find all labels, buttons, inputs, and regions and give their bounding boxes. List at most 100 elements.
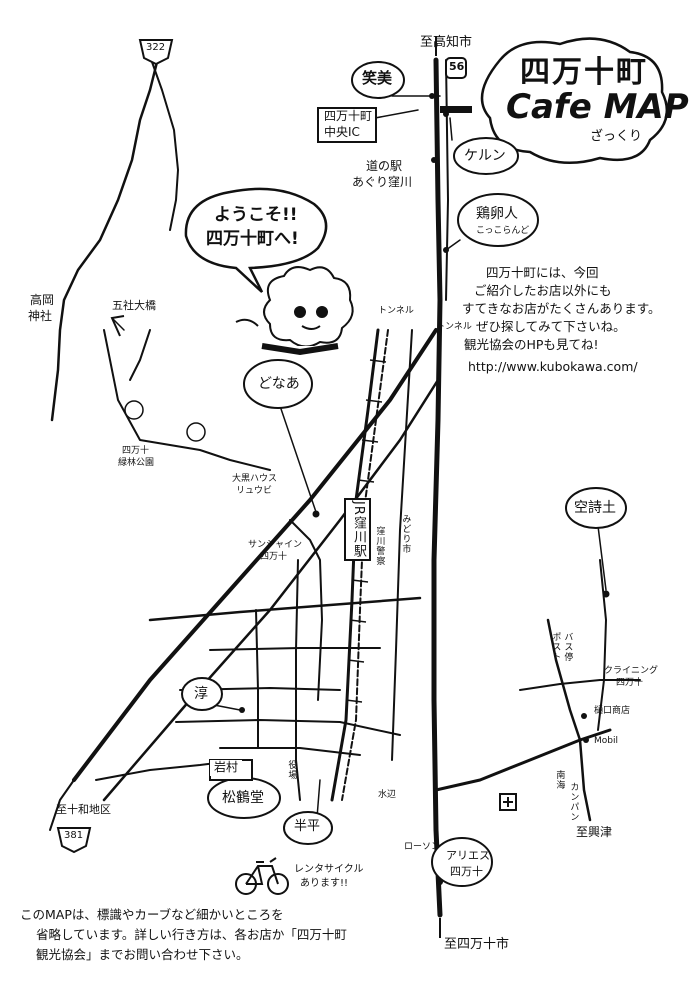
rental-label-2: あります!!	[300, 878, 349, 889]
bubble-keiranjin	[457, 193, 539, 247]
marker-michinoeki	[431, 157, 437, 163]
michinoeki-line1: 道の駅	[366, 159, 403, 173]
bridge-label: 五社大橋	[112, 299, 156, 312]
yakuba-label: 役場	[286, 760, 297, 780]
shop-ariesu-sub: 四万十	[450, 865, 483, 878]
police-label: 窪川警察	[374, 526, 385, 566]
hostel-label: 南海	[554, 770, 565, 790]
pointer-kuushishi	[597, 525, 607, 591]
welcome-line2: 四万十町へ!	[206, 229, 299, 249]
clean-label: クライニング	[604, 666, 659, 676]
pointer-atsushi	[213, 704, 241, 711]
shop-bubbles	[181, 61, 627, 887]
note-line3: すてきなお店がたくさんあります。	[462, 301, 661, 316]
route-shields	[56, 39, 517, 854]
marker-donaa	[312, 510, 320, 518]
welcome-bubble	[184, 187, 328, 293]
road-east-2	[519, 679, 641, 691]
bubble-kuushishi	[565, 487, 627, 529]
route-322-number: 322	[146, 42, 166, 53]
pointer-keruun	[449, 117, 453, 141]
road-h4	[175, 719, 401, 736]
map-title-town: 四万十町	[520, 55, 648, 90]
sunshine-line1: サンシャイン	[248, 540, 303, 550]
road-h2	[209, 647, 381, 651]
michinoeki-line2: あぐり窪川	[352, 175, 413, 189]
note-line4: ぜひ探してみて下さいね。	[476, 319, 626, 334]
map-title-cafe: Cafe MAP	[506, 87, 689, 127]
road-v1	[255, 609, 259, 749]
diagonal-road	[72, 328, 438, 782]
pointer-ic	[374, 109, 419, 119]
to-shimanto-city: 至四万十市	[444, 937, 510, 952]
station-label: JR窪川駅	[344, 498, 371, 561]
park-line2: 緑林公園	[118, 458, 155, 468]
footer-line3: 観光協会」までお問い合わせ下さい。	[36, 947, 249, 962]
lawson-label: ローソン	[404, 842, 441, 852]
road-midori	[391, 329, 413, 761]
welcome-line1: ようこそ!!	[214, 205, 298, 225]
iwamura-label: 岩村	[210, 760, 243, 776]
footer-line1: このMAPは、標識やカーブなど細かいところを	[20, 907, 284, 922]
midori-label: みどり市	[400, 514, 411, 554]
shop-atsushi: 淳	[194, 686, 208, 702]
arrows	[110, 36, 441, 938]
note-line5: 観光協会のHPも見てね!	[464, 337, 599, 352]
title-cloud	[480, 37, 669, 164]
ooshima-line1: 大黒ハウス	[232, 474, 278, 484]
to-okitsu: 至興津	[576, 825, 613, 839]
school-symbols	[124, 400, 206, 442]
sunshine-line2: 四万十	[260, 552, 288, 562]
route-381-number: 381	[64, 830, 84, 841]
mascot-character	[235, 266, 354, 356]
ic-marker	[440, 106, 472, 113]
ic-line1: 四万十町	[324, 109, 373, 123]
shop-keruun: ケルン	[464, 148, 506, 164]
ic-line2: 中央IC	[324, 125, 360, 139]
bicycle-icon	[235, 857, 289, 895]
marker-kuushishi	[602, 590, 610, 598]
bubble-keruun	[453, 137, 519, 175]
mizuba-label: 水辺	[378, 790, 397, 800]
rental-label: レンタサイクル	[294, 864, 364, 875]
mobil-label: Mobil	[594, 736, 618, 746]
map-title-sub: ざっくり	[590, 129, 643, 144]
marker-higuchi	[581, 713, 587, 719]
note-url[interactable]: http://www.kubokawa.com/	[468, 359, 638, 374]
route-322-road	[50, 56, 160, 422]
marker-mobil	[583, 737, 589, 743]
shop-hanpei: 半平	[294, 819, 321, 834]
tunnel1-label: トンネル	[378, 306, 414, 316]
shop-keiranjin: 鶏卵人	[476, 206, 518, 222]
to-kochi: 至高知市	[420, 35, 473, 50]
road-east	[434, 728, 612, 792]
route-322-road-2	[151, 61, 179, 231]
post-label: ポスト	[550, 632, 561, 662]
busstop-label: バス停	[562, 632, 573, 662]
park-line1: 四万十	[122, 446, 150, 456]
road-okitsu	[578, 738, 592, 822]
pointer-donaa	[277, 399, 317, 513]
road-curve	[289, 519, 323, 701]
pointer-tamanoki	[111, 317, 125, 331]
marker-keiranjin	[443, 247, 449, 253]
bubble-donaa	[243, 359, 313, 409]
to-towa: 至十和地区	[56, 803, 111, 816]
shrine-line2: 神社	[28, 309, 53, 323]
road-towa	[49, 779, 75, 831]
shield-322	[138, 39, 174, 66]
note-line1: 四万十町には、今回	[486, 265, 599, 280]
shop-emi: 笑美	[362, 69, 393, 87]
bubble-ariesu	[431, 837, 493, 887]
marker-atsushi	[239, 707, 245, 713]
tunnel2-label: トンネル	[436, 322, 472, 332]
shop-ariesu: アリエス	[446, 849, 490, 862]
shop-keiranjin-sub: こっこらんど	[476, 226, 530, 236]
shield-56	[445, 57, 467, 79]
shield-381	[56, 827, 92, 854]
marker-emi	[429, 93, 435, 99]
note-line2: ご紹介したお店以外にも	[474, 283, 612, 298]
higuchi-label: 樋口商店	[594, 706, 631, 716]
road-park-2	[129, 329, 151, 381]
